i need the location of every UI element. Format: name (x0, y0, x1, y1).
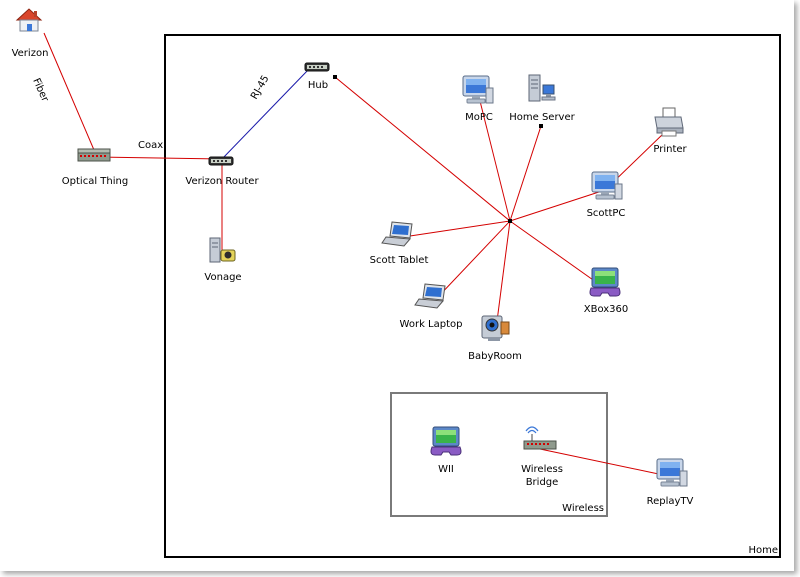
house-icon (16, 8, 42, 32)
node-label: XBox360 (584, 304, 629, 315)
node-home-server[interactable]: Home Server (509, 74, 576, 123)
node-mopc[interactable]: MoPC (462, 75, 494, 123)
webcam-icon (481, 315, 510, 342)
node-label: Vonage (204, 272, 241, 283)
edge-worklaptop-center[interactable] (436, 220, 511, 299)
server-icon (528, 74, 556, 102)
junction-center (508, 219, 512, 223)
switch-icon (77, 148, 111, 162)
node-wireless-bridge[interactable]: Wireless Bridge (521, 426, 563, 488)
edge-optical-router[interactable] (96, 156, 223, 160)
edge-hub-center[interactable] (334, 76, 511, 222)
node-label: Verizon (12, 48, 49, 59)
node-label: Work Laptop (400, 319, 463, 330)
home-container-label: Home (748, 545, 778, 556)
router-icon (208, 156, 234, 166)
edge-label-coax: Coax (138, 140, 163, 151)
wireless-container[interactable] (390, 392, 608, 517)
desktop-icon (462, 75, 494, 104)
edge-homeserver-center[interactable] (509, 125, 542, 222)
edge-router-hub[interactable] (221, 68, 310, 160)
node-label: ScottPC (587, 208, 626, 219)
node-label: Verizon Router (185, 176, 259, 187)
edge-label-rj45: RJ-45 (249, 74, 271, 102)
node-xbox360[interactable]: XBox360 (584, 267, 629, 315)
edge-scottpc-center[interactable] (509, 189, 606, 222)
printer-icon (654, 107, 684, 137)
node-verizon-router[interactable]: Verizon Router (185, 156, 259, 187)
wireless-bridge-icon (523, 426, 557, 450)
node-printer[interactable]: Printer (653, 107, 688, 155)
node-label: Hub (308, 80, 328, 91)
node-label: WII (438, 464, 454, 475)
node-label: Optical Thing (62, 176, 128, 187)
game-console-icon (589, 267, 621, 297)
laptop-icon (381, 221, 413, 247)
node-label: Home Server (509, 112, 575, 123)
junction-homeserver (539, 124, 543, 128)
node-hub[interactable]: Hub (304, 62, 330, 91)
hub-icon (304, 62, 330, 72)
node-vonage[interactable]: Vonage (204, 237, 242, 283)
edge-verizon-optical[interactable] (43, 32, 98, 158)
node-scott-tablet[interactable]: Scott Tablet (370, 221, 429, 266)
node-label-line2: Bridge (526, 477, 559, 488)
node-babyroom[interactable]: BabyRoom (468, 315, 522, 362)
edge-bridge-replaytv[interactable] (539, 448, 669, 477)
home-container[interactable] (164, 34, 781, 558)
node-replaytv[interactable]: ReplayTV (647, 458, 694, 507)
game-console-icon (430, 426, 462, 456)
edge-xbox-center[interactable] (509, 220, 604, 288)
node-work-laptop[interactable]: Work Laptop (400, 283, 463, 330)
edge-tablet-center[interactable] (409, 220, 511, 237)
edge-babyroom-center[interactable] (495, 220, 511, 330)
edge-label-fiber: Fiber (30, 77, 50, 105)
desktop-icon (591, 171, 623, 200)
junction-hub (333, 75, 337, 79)
node-verizon[interactable]: Verizon (12, 8, 49, 59)
laptop-icon (414, 283, 446, 309)
node-label: ReplayTV (647, 496, 694, 507)
node-label-line1: Wireless (521, 464, 563, 475)
node-wii[interactable]: WII (430, 426, 462, 475)
node-label: Scott Tablet (370, 255, 429, 266)
node-label: BabyRoom (468, 351, 522, 362)
node-label: Printer (653, 144, 687, 155)
edge-mopc-center[interactable] (477, 92, 511, 222)
node-scottpc[interactable]: ScottPC (587, 171, 626, 219)
node-label: MoPC (465, 112, 493, 123)
node-optical-thing[interactable]: Optical Thing (62, 148, 128, 187)
connections (43, 32, 669, 477)
wireless-container-label: Wireless (562, 503, 604, 514)
desktop-icon (656, 458, 688, 487)
